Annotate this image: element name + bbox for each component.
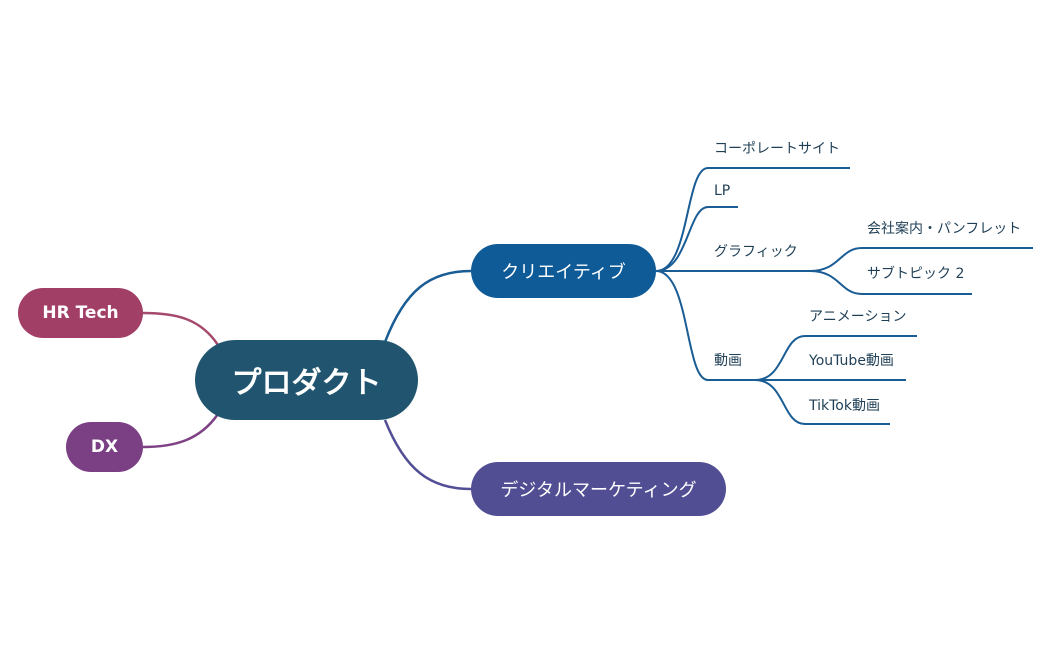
connector-subtopic2 xyxy=(809,270,972,295)
subtopic-graphic-label: グラフィック xyxy=(714,244,798,260)
connector-digital xyxy=(383,419,472,491)
subtopic-video[interactable]: 動画 xyxy=(714,352,742,370)
connector-creative xyxy=(383,269,472,343)
subtopic-lp[interactable]: LP xyxy=(714,182,730,200)
subtopic-animation-label: アニメーション xyxy=(809,309,907,325)
connector-corporate-site xyxy=(655,167,850,272)
central-topic[interactable]: プロダクト xyxy=(195,340,418,420)
subtopic-tiktok-label: TikTok動画 xyxy=(809,398,880,414)
topic-creative[interactable]: クリエイティブ xyxy=(471,244,656,298)
topic-digital-marketing-label: デジタルマーケティング xyxy=(500,480,697,501)
subtopic-tiktok[interactable]: TikTok動画 xyxy=(809,397,880,415)
subtopic-graphic[interactable]: グラフィック xyxy=(714,243,798,261)
subtopic-corporate-site[interactable]: コーポレートサイト xyxy=(714,140,840,158)
topic-hr-tech[interactable]: HR Tech xyxy=(18,288,143,338)
subtopic-lp-label: LP xyxy=(714,183,731,199)
connector-tiktok xyxy=(754,379,890,425)
connector-pamphlet xyxy=(809,247,1033,272)
subtopic-video-label: 動画 xyxy=(714,353,742,369)
subtopic-youtube-label: YouTube動画 xyxy=(809,353,894,369)
central-topic-label: プロダクト xyxy=(231,366,382,401)
topic-creative-label: クリエイティブ xyxy=(501,262,626,283)
subtopic-subtopic-2[interactable]: サブトピック 2 xyxy=(867,265,964,283)
topic-digital-marketing[interactable]: デジタルマーケティング xyxy=(471,462,726,516)
topic-dx-label: DX xyxy=(90,437,119,457)
subtopic-animation[interactable]: アニメーション xyxy=(809,308,906,326)
connector-video xyxy=(655,270,755,381)
subtopic-pamphlet-label: 会社案内・パンフレット xyxy=(867,221,1022,237)
connector-lp xyxy=(655,206,738,272)
topic-dx[interactable]: DX xyxy=(66,422,143,472)
topic-hr-tech-label: HR Tech xyxy=(42,303,119,323)
connector-animation xyxy=(754,335,917,381)
connector-hr-tech xyxy=(142,311,220,346)
subtopic-subtopic-2-label: サブトピック 2 xyxy=(867,266,965,282)
subtopic-pamphlet[interactable]: 会社案内・パンフレット xyxy=(867,220,1021,238)
subtopic-corporate-site-label: コーポレートサイト xyxy=(714,141,840,157)
connector-dx xyxy=(142,413,220,449)
subtopic-youtube[interactable]: YouTube動画 xyxy=(809,352,894,370)
